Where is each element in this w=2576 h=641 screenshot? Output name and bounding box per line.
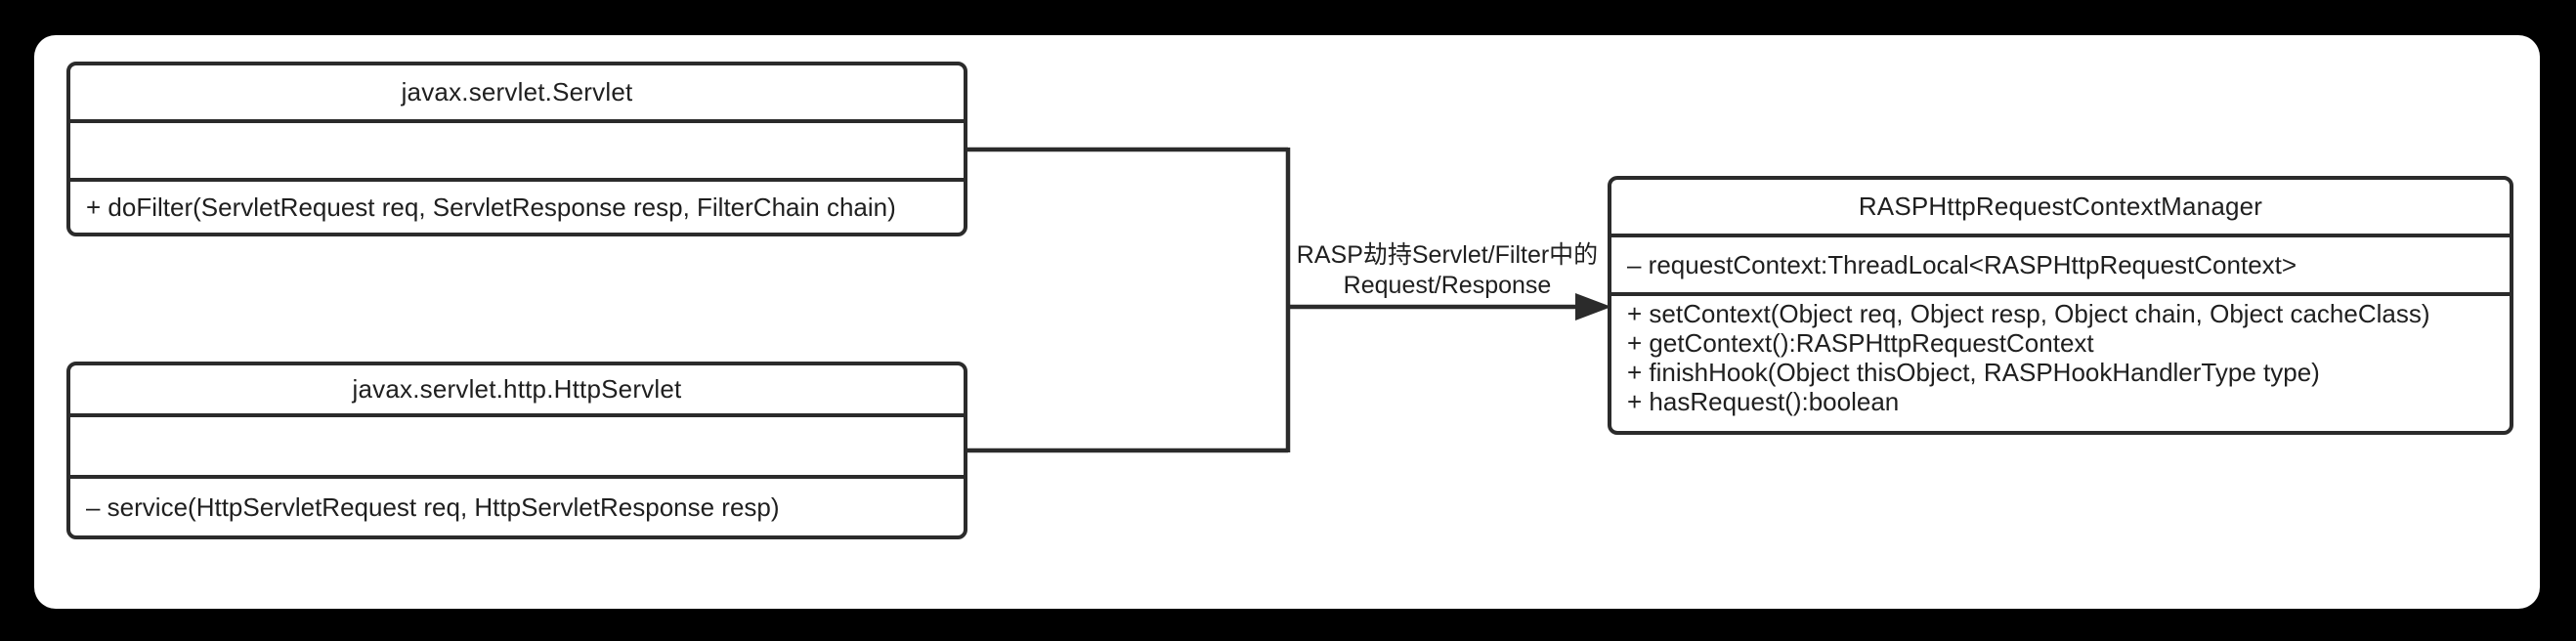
class-fields-empty <box>70 123 964 182</box>
class-methods: + setContext(Object req, Object resp, Ob… <box>1611 296 2510 431</box>
arrowhead-icon <box>1575 293 1611 320</box>
class-title: javax.servlet.http.HttpServlet <box>70 365 964 417</box>
uml-method: + setContext(Object req, Object resp, Ob… <box>1627 299 2430 328</box>
edge-label: RASP劫持Servlet/Filter中的 Request/Response <box>1288 240 1607 301</box>
uml-method: – service(HttpServletRequest req, HttpSe… <box>86 492 780 522</box>
uml-method: + doFilter(ServletRequest req, ServletRe… <box>86 192 896 222</box>
class-fields: – requestContext:ThreadLocal<RASPHttpReq… <box>1611 237 2510 296</box>
class-methods: – service(HttpServletRequest req, HttpSe… <box>70 479 964 535</box>
edge-label-line2: Request/Response <box>1343 272 1552 299</box>
class-methods: + doFilter(ServletRequest req, ServletRe… <box>70 182 964 233</box>
uml-method: + getContext():RASPHttpRequestContext <box>1627 328 2094 358</box>
class-title: RASPHttpRequestContextManager <box>1611 180 2510 237</box>
uml-method: + finishHook(Object thisObject, RASPHook… <box>1627 358 2320 387</box>
edge-label-line1: RASP劫持Servlet/Filter中的 <box>1296 241 1599 269</box>
uml-field: – requestContext:ThreadLocal<RASPHttpReq… <box>1627 250 2297 279</box>
class-box-javax-servlet-http-httpservlet: javax.servlet.http.HttpServlet – service… <box>66 362 967 539</box>
class-box-rasphttprequestcontextmanager: RASPHttpRequestContextManager – requestC… <box>1608 176 2513 435</box>
class-title: javax.servlet.Servlet <box>70 65 964 123</box>
class-box-javax-servlet-servlet: javax.servlet.Servlet + doFilter(Servlet… <box>66 62 967 236</box>
class-fields-empty <box>70 417 964 479</box>
uml-method: + hasRequest():boolean <box>1627 387 1900 416</box>
